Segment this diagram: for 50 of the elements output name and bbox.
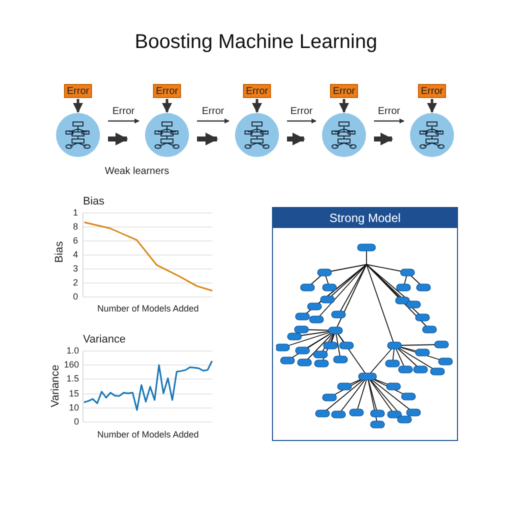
learner-circle: [322, 113, 366, 157]
edge-label: Error: [202, 107, 224, 117]
axis-title: Bias: [54, 241, 66, 263]
tick-label: 1.0: [66, 346, 79, 356]
tick-label: 160: [64, 360, 79, 370]
thick-arrow: [197, 132, 218, 146]
tick-label: 4: [72, 250, 78, 260]
learner-circle: [145, 113, 189, 157]
error-box: Error: [330, 84, 358, 98]
chart-title: Bias: [83, 196, 104, 208]
arrow: [374, 118, 405, 124]
panel-header: Strong Model: [273, 208, 457, 228]
learner-circle: [410, 113, 454, 157]
chart-title: Variance: [83, 334, 126, 346]
tick-label: 10: [68, 404, 79, 412]
thick-arrow: [374, 132, 394, 146]
arrow: [108, 118, 140, 124]
title: Boosting Machine Learning: [134, 32, 378, 52]
learner-circle: [56, 113, 100, 157]
strong-model-panel: [272, 207, 458, 441]
edge-label: Error: [378, 107, 400, 117]
tick-label: 8: [72, 222, 78, 232]
axis-title: Number of Models Added: [97, 304, 199, 314]
thick-arrow: [108, 132, 128, 146]
arrow: [427, 99, 437, 113]
learner-circle: [235, 113, 279, 157]
error-box: Error: [64, 84, 92, 98]
tick-label: 2: [72, 278, 78, 288]
thick-arrow: [287, 132, 306, 146]
arrow: [339, 99, 349, 113]
axis-title: Number of Models Added: [97, 430, 199, 440]
tick-label: 6: [72, 236, 78, 246]
arrow: [197, 118, 230, 124]
edge-label: Error: [290, 107, 313, 117]
axis-title: Variance: [50, 364, 62, 408]
tick-label: 15: [68, 390, 79, 398]
arrow: [287, 118, 317, 124]
tick-label: 1: [72, 208, 78, 218]
tick-label: 1.5: [66, 374, 79, 384]
arrow: [73, 99, 83, 113]
tick-label: 3: [72, 264, 78, 274]
tick-label: 0: [72, 292, 78, 302]
arrow: [162, 99, 172, 113]
edge-label: Error: [112, 107, 135, 117]
error-box: Error: [153, 84, 181, 98]
caption: Weak learners: [104, 167, 170, 177]
error-box: Error: [243, 84, 271, 98]
error-box: Error: [418, 84, 446, 98]
arrow: [252, 99, 262, 113]
tick-label: 0: [74, 418, 79, 426]
